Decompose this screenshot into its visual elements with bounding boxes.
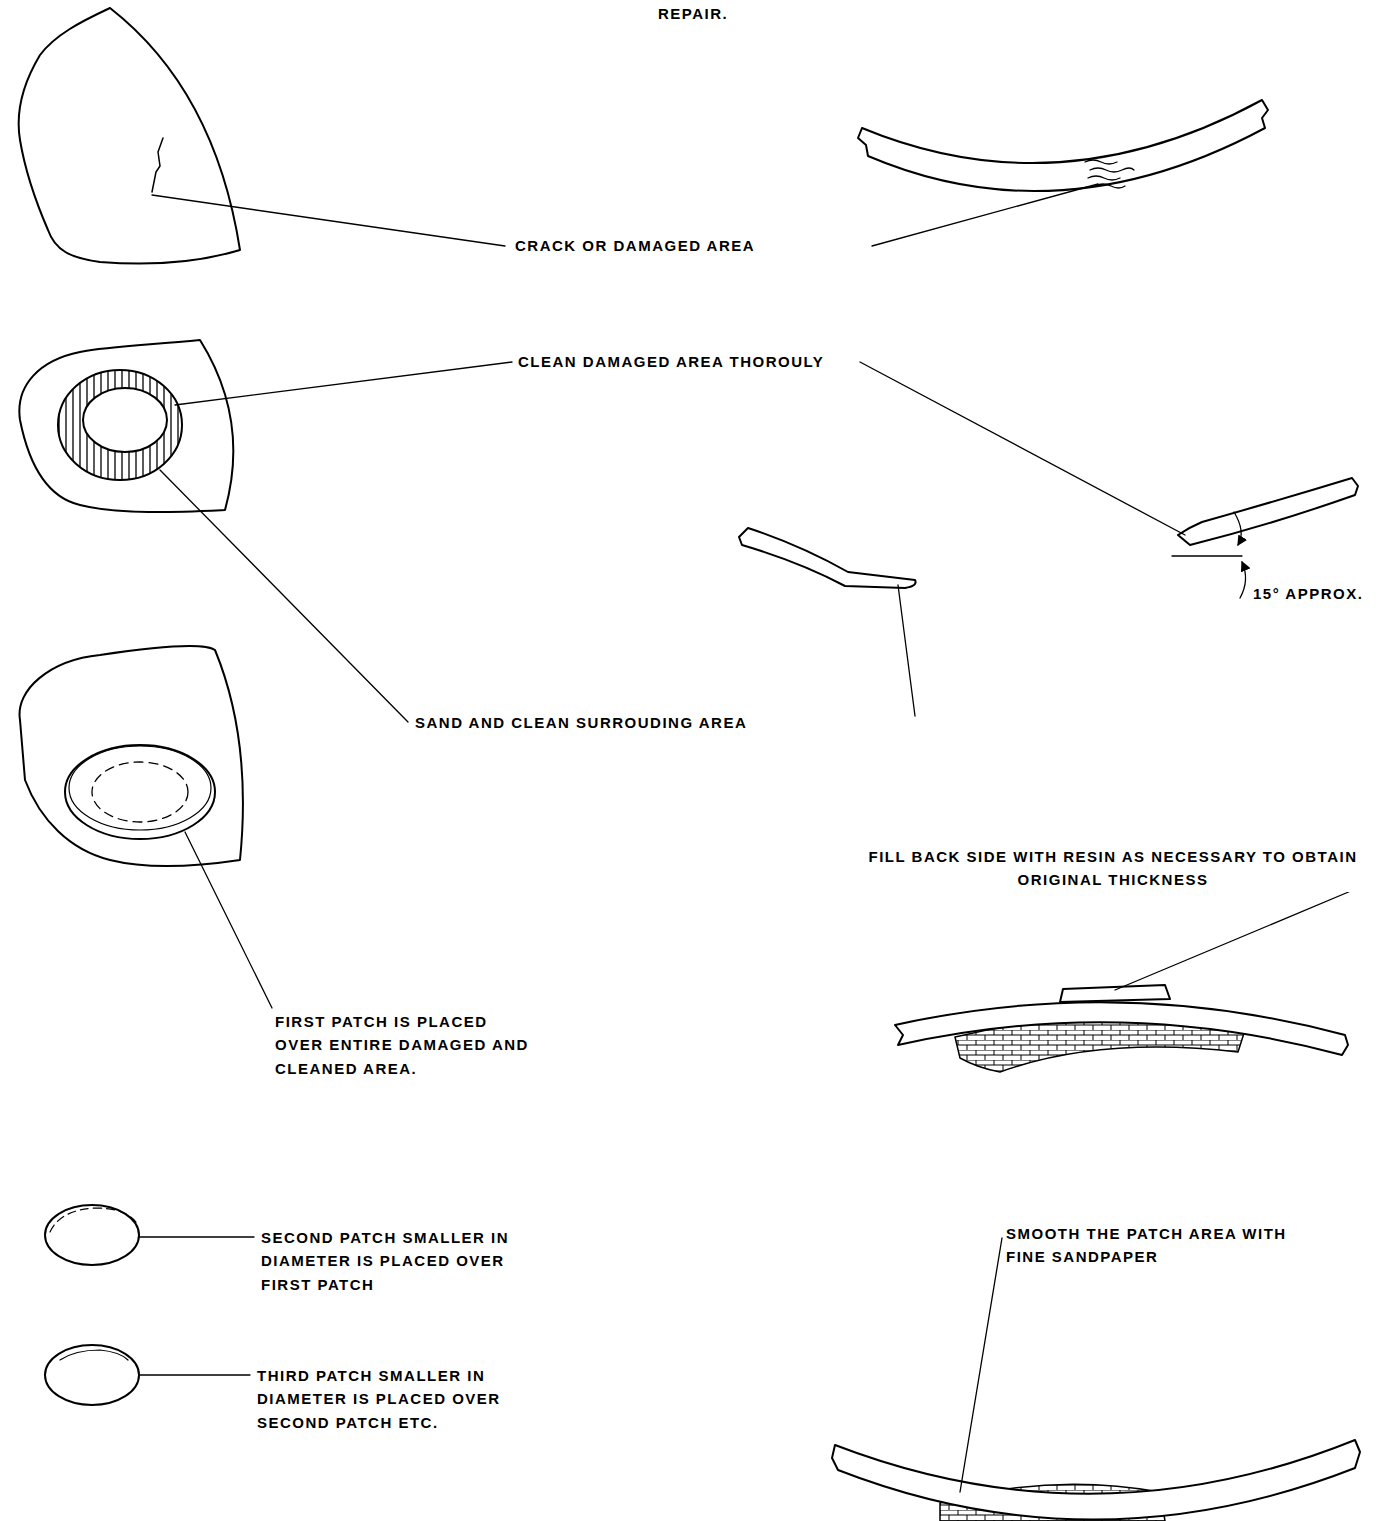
callout-note: FILL BACK SIDE WITH RESIN AS NECESSARY T… — [860, 845, 1366, 892]
heading-text: REPAIR. — [655, 2, 731, 25]
shell-piece — [19, 340, 233, 512]
callout-note: 15° APPROX. — [1250, 582, 1366, 605]
patch-edge — [60, 1350, 128, 1360]
callout-note: CLEAN DAMAGED AREA THOROULY — [515, 350, 827, 373]
angle-arc — [1234, 512, 1241, 545]
patch-edge — [50, 1208, 136, 1232]
callout-note: THIRD PATCH SMALLER IN DIAMETER IS PLACE… — [254, 1364, 560, 1434]
patch-outline — [92, 762, 188, 822]
damage-marks — [1085, 160, 1134, 188]
shell-piece — [19, 8, 240, 264]
callout-note: SECOND PATCH SMALLER IN DIAMETER IS PLAC… — [258, 1226, 526, 1296]
panel-section — [895, 1002, 1348, 1055]
callout-note: SAND AND CLEAN SURROUDING AREA — [412, 711, 750, 734]
first-patch — [69, 746, 211, 830]
callout-note: SMOOTH THE PATCH AREA WITH FINE SANDPAPE… — [1003, 1222, 1309, 1269]
third-patch — [45, 1345, 139, 1405]
angle-arc — [1240, 562, 1246, 598]
callout-note: CRACK OR DAMAGED AREA — [512, 234, 758, 257]
first-patch — [65, 745, 215, 839]
shell-piece — [20, 646, 243, 866]
callout-note: FIRST PATCH IS PLACED OVER ENTIRE DAMAGE… — [272, 1010, 540, 1080]
crack — [152, 138, 163, 192]
cleaned-ring — [58, 370, 182, 480]
scarf-section — [739, 528, 916, 588]
panel-section — [858, 100, 1268, 191]
panel-section — [832, 1440, 1360, 1520]
beveled-section — [1178, 478, 1358, 545]
angle-mark — [1172, 555, 1242, 556]
second-patch — [45, 1205, 139, 1265]
resin-fill — [1060, 985, 1170, 1002]
leader-lines — [139, 184, 1358, 1492]
